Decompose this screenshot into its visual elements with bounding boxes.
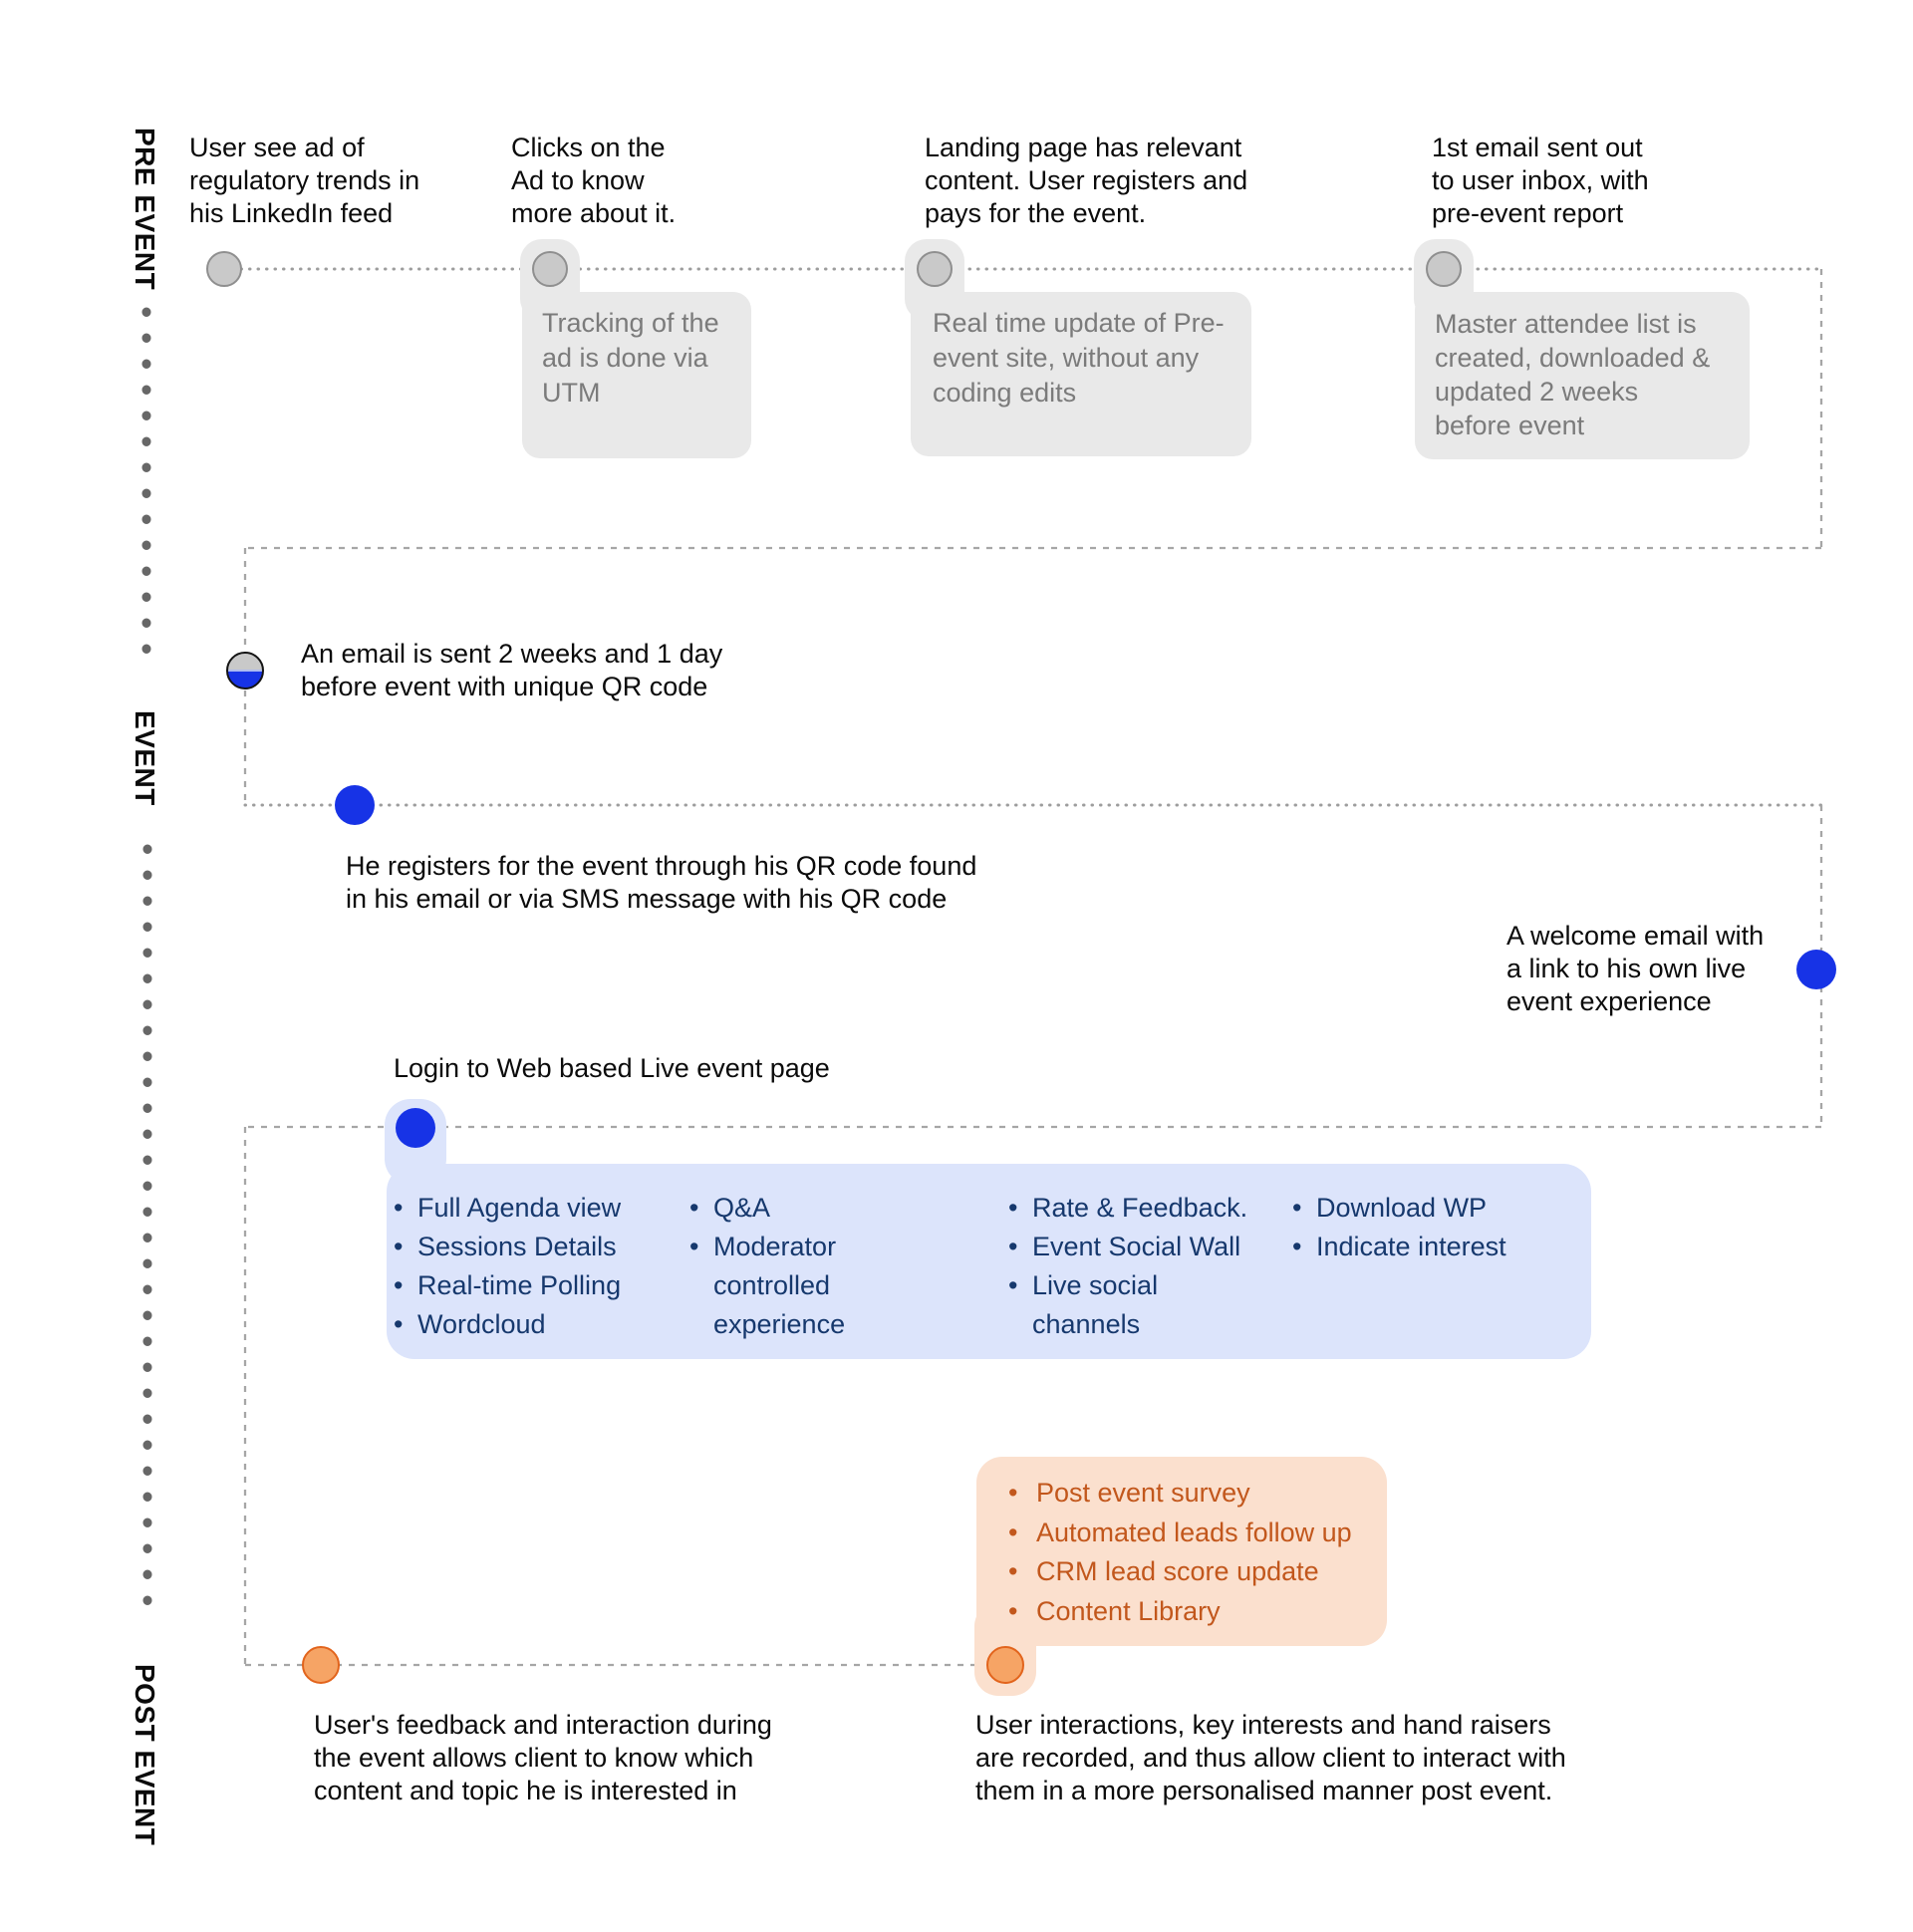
phase-label-pre-event: PRE EVENT <box>130 128 160 291</box>
feature-item: Live social channels <box>1006 1266 1247 1344</box>
node-interactions <box>986 1646 1024 1684</box>
callout-realtime <box>911 292 1251 456</box>
feature-item: Real-time Polling <box>392 1266 621 1305</box>
feature-item: Moderator controlled experience <box>687 1228 845 1344</box>
callout-tracking-text: Tracking of the ad is done via UTM <box>542 308 719 408</box>
callout-master-list-text: Master attendee list is created, downloa… <box>1435 309 1711 440</box>
event-features-col-2: Q&A Moderator controlled experience <box>687 1189 845 1344</box>
step-first-email: 1st email sent out to user inbox, with p… <box>1432 133 1649 228</box>
event-features-col-3: Rate & Feedback. Event Social Wall Live … <box>1006 1189 1247 1344</box>
step-clicks-ad: Clicks on the Ad to know more about it. <box>511 133 677 228</box>
node-clicks-ad <box>532 251 568 287</box>
feature-item: Download WP <box>1290 1189 1506 1228</box>
node-first-email <box>1426 251 1462 287</box>
step-landing-page: Landing page has relevant content. User … <box>925 133 1248 228</box>
feature-item: Rate & Feedback. <box>1006 1189 1247 1228</box>
step-qr-email: An email is sent 2 weeks and 1 day befor… <box>301 639 723 701</box>
callout-realtime-text: Real time update of Pre- event site, wit… <box>933 308 1225 408</box>
step-feedback: User's feedback and interaction during t… <box>314 1710 772 1805</box>
step-see-ad: User see ad of regulatory trends in his … <box>189 133 420 228</box>
event-features-col-1: Full Agenda view Sessions Details Real-t… <box>392 1189 621 1344</box>
callout-tracking <box>522 292 751 458</box>
step-interactions: User interactions, key interests and han… <box>975 1710 1566 1805</box>
node-landing-page <box>917 251 953 287</box>
feature-item: Q&A <box>687 1189 845 1228</box>
phase-label-event: EVENT <box>130 710 160 806</box>
action-item: CRM lead score update <box>1004 1552 1352 1592</box>
feature-item: Indicate interest <box>1290 1228 1506 1266</box>
step-registers: He registers for the event through his Q… <box>346 851 977 914</box>
node-registers <box>335 785 375 825</box>
feature-item: Sessions Details <box>392 1228 621 1266</box>
feature-item: Full Agenda view <box>392 1189 621 1228</box>
node-see-ad <box>206 251 242 287</box>
callout-master-list <box>1415 292 1750 459</box>
node-feedback <box>302 1646 340 1684</box>
step-welcome-email: A welcome email with a link to his own l… <box>1506 921 1765 1016</box>
node-welcome-email <box>1796 950 1836 989</box>
node-qr-email <box>226 652 264 690</box>
phase-label-post-event: POST EVENT <box>130 1664 160 1846</box>
feature-item: Event Social Wall <box>1006 1228 1247 1266</box>
action-item: Automated leads follow up <box>1004 1514 1352 1553</box>
step-login: Login to Web based Live event page <box>394 1053 830 1083</box>
event-features-col-4: Download WP Indicate interest <box>1290 1189 1506 1266</box>
post-event-actions-list: Post event survey Automated leads follow… <box>1004 1474 1352 1631</box>
action-item: Post event survey <box>1004 1474 1352 1514</box>
feature-item: Wordcloud <box>392 1305 621 1344</box>
node-login <box>396 1108 435 1148</box>
action-item: Content Library <box>1004 1592 1352 1632</box>
